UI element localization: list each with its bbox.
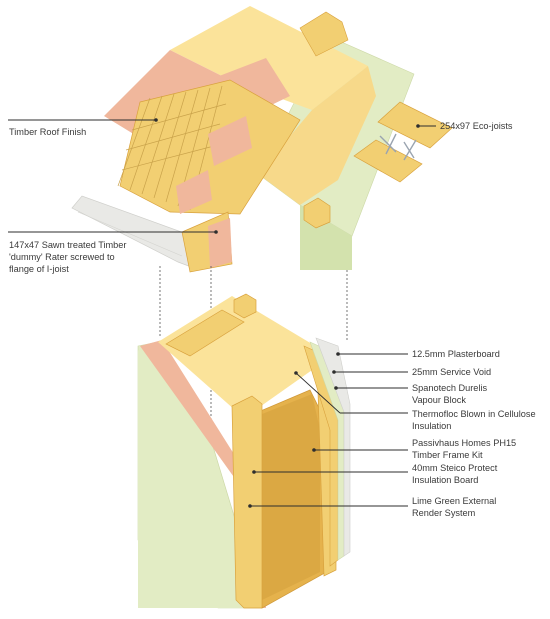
eco-joist-top [377, 101, 453, 149]
wall-render-face [138, 350, 262, 608]
label-vapour-block-line-2: Vapour Block [412, 395, 466, 406]
wall-stud-left [231, 395, 263, 609]
label-dummy-rafter-line-1: 147x47 Sawn treated Timber [9, 240, 127, 250]
wall-insulation-face [252, 394, 320, 600]
label-vapour-block-line-1: Spanotech Durelis [412, 383, 488, 393]
label-render-line-1: Lime Green External [412, 496, 497, 506]
label-dummy-rafter-line-3: flange of I-joist [9, 264, 69, 275]
label-frame-kit: Passivhaus Homes PH15 Timber Frame Kit [412, 437, 516, 461]
label-steico: 40mm Steico Protect Insulation Board [412, 462, 497, 486]
label-steico-line-1: 40mm Steico Protect [412, 463, 498, 473]
roof-ridge-timber [299, 11, 349, 57]
label-vapour-block: Spanotech Durelis Vapour Block [412, 382, 487, 406]
label-steico-line-2: Insulation Board [412, 475, 479, 486]
eco-joist-bottom [353, 139, 423, 183]
wall-top-block [233, 293, 257, 319]
wall-top-plate [165, 309, 245, 357]
wall-assembly [137, 293, 351, 609]
label-render: Lime Green External Render System [412, 495, 496, 519]
roof-finish-battens [117, 85, 227, 211]
eco-joist-web [379, 133, 417, 161]
roof-assembly [71, 6, 453, 273]
wall-plasterboard [315, 337, 351, 557]
eco-joist-block [303, 197, 331, 229]
label-timber-roof-finish: Timber Roof Finish [9, 127, 87, 137]
label-render-line-2: Render System [412, 508, 476, 519]
label-frame-kit-line-1: Passivhaus Homes PH15 [412, 438, 517, 448]
label-frame-kit-line-2: Timber Frame Kit [412, 450, 483, 461]
label-service-void: 25mm Service Void [412, 367, 492, 377]
label-thermofloc-line-1: Thermofloc Blown in Cellulose [412, 409, 536, 419]
roof-pink-panel-1 [208, 116, 252, 166]
label-thermofloc-line-2: Insulation [412, 421, 452, 432]
label-thermofloc: Thermofloc Blown in Cellulose Insulation [412, 408, 536, 432]
leader-lines [8, 118, 436, 508]
roof-pink-panel-2 [176, 170, 212, 214]
roof-insulation-side [258, 66, 376, 205]
label-eco-joists: 254x97 Eco-joists [440, 121, 513, 131]
roof-eaves-line [77, 211, 183, 257]
roof-insulation-top [170, 6, 368, 110]
roof-fascia-pink [208, 218, 232, 268]
label-dummy-rafter-line-2: 'dummy' Rater screwed to [9, 252, 115, 263]
label-dummy-rafter: 147x47 Sawn treated Timber 'dummy' Rater… [9, 239, 126, 276]
label-plasterboard: 12.5mm Plasterboard [412, 349, 500, 359]
